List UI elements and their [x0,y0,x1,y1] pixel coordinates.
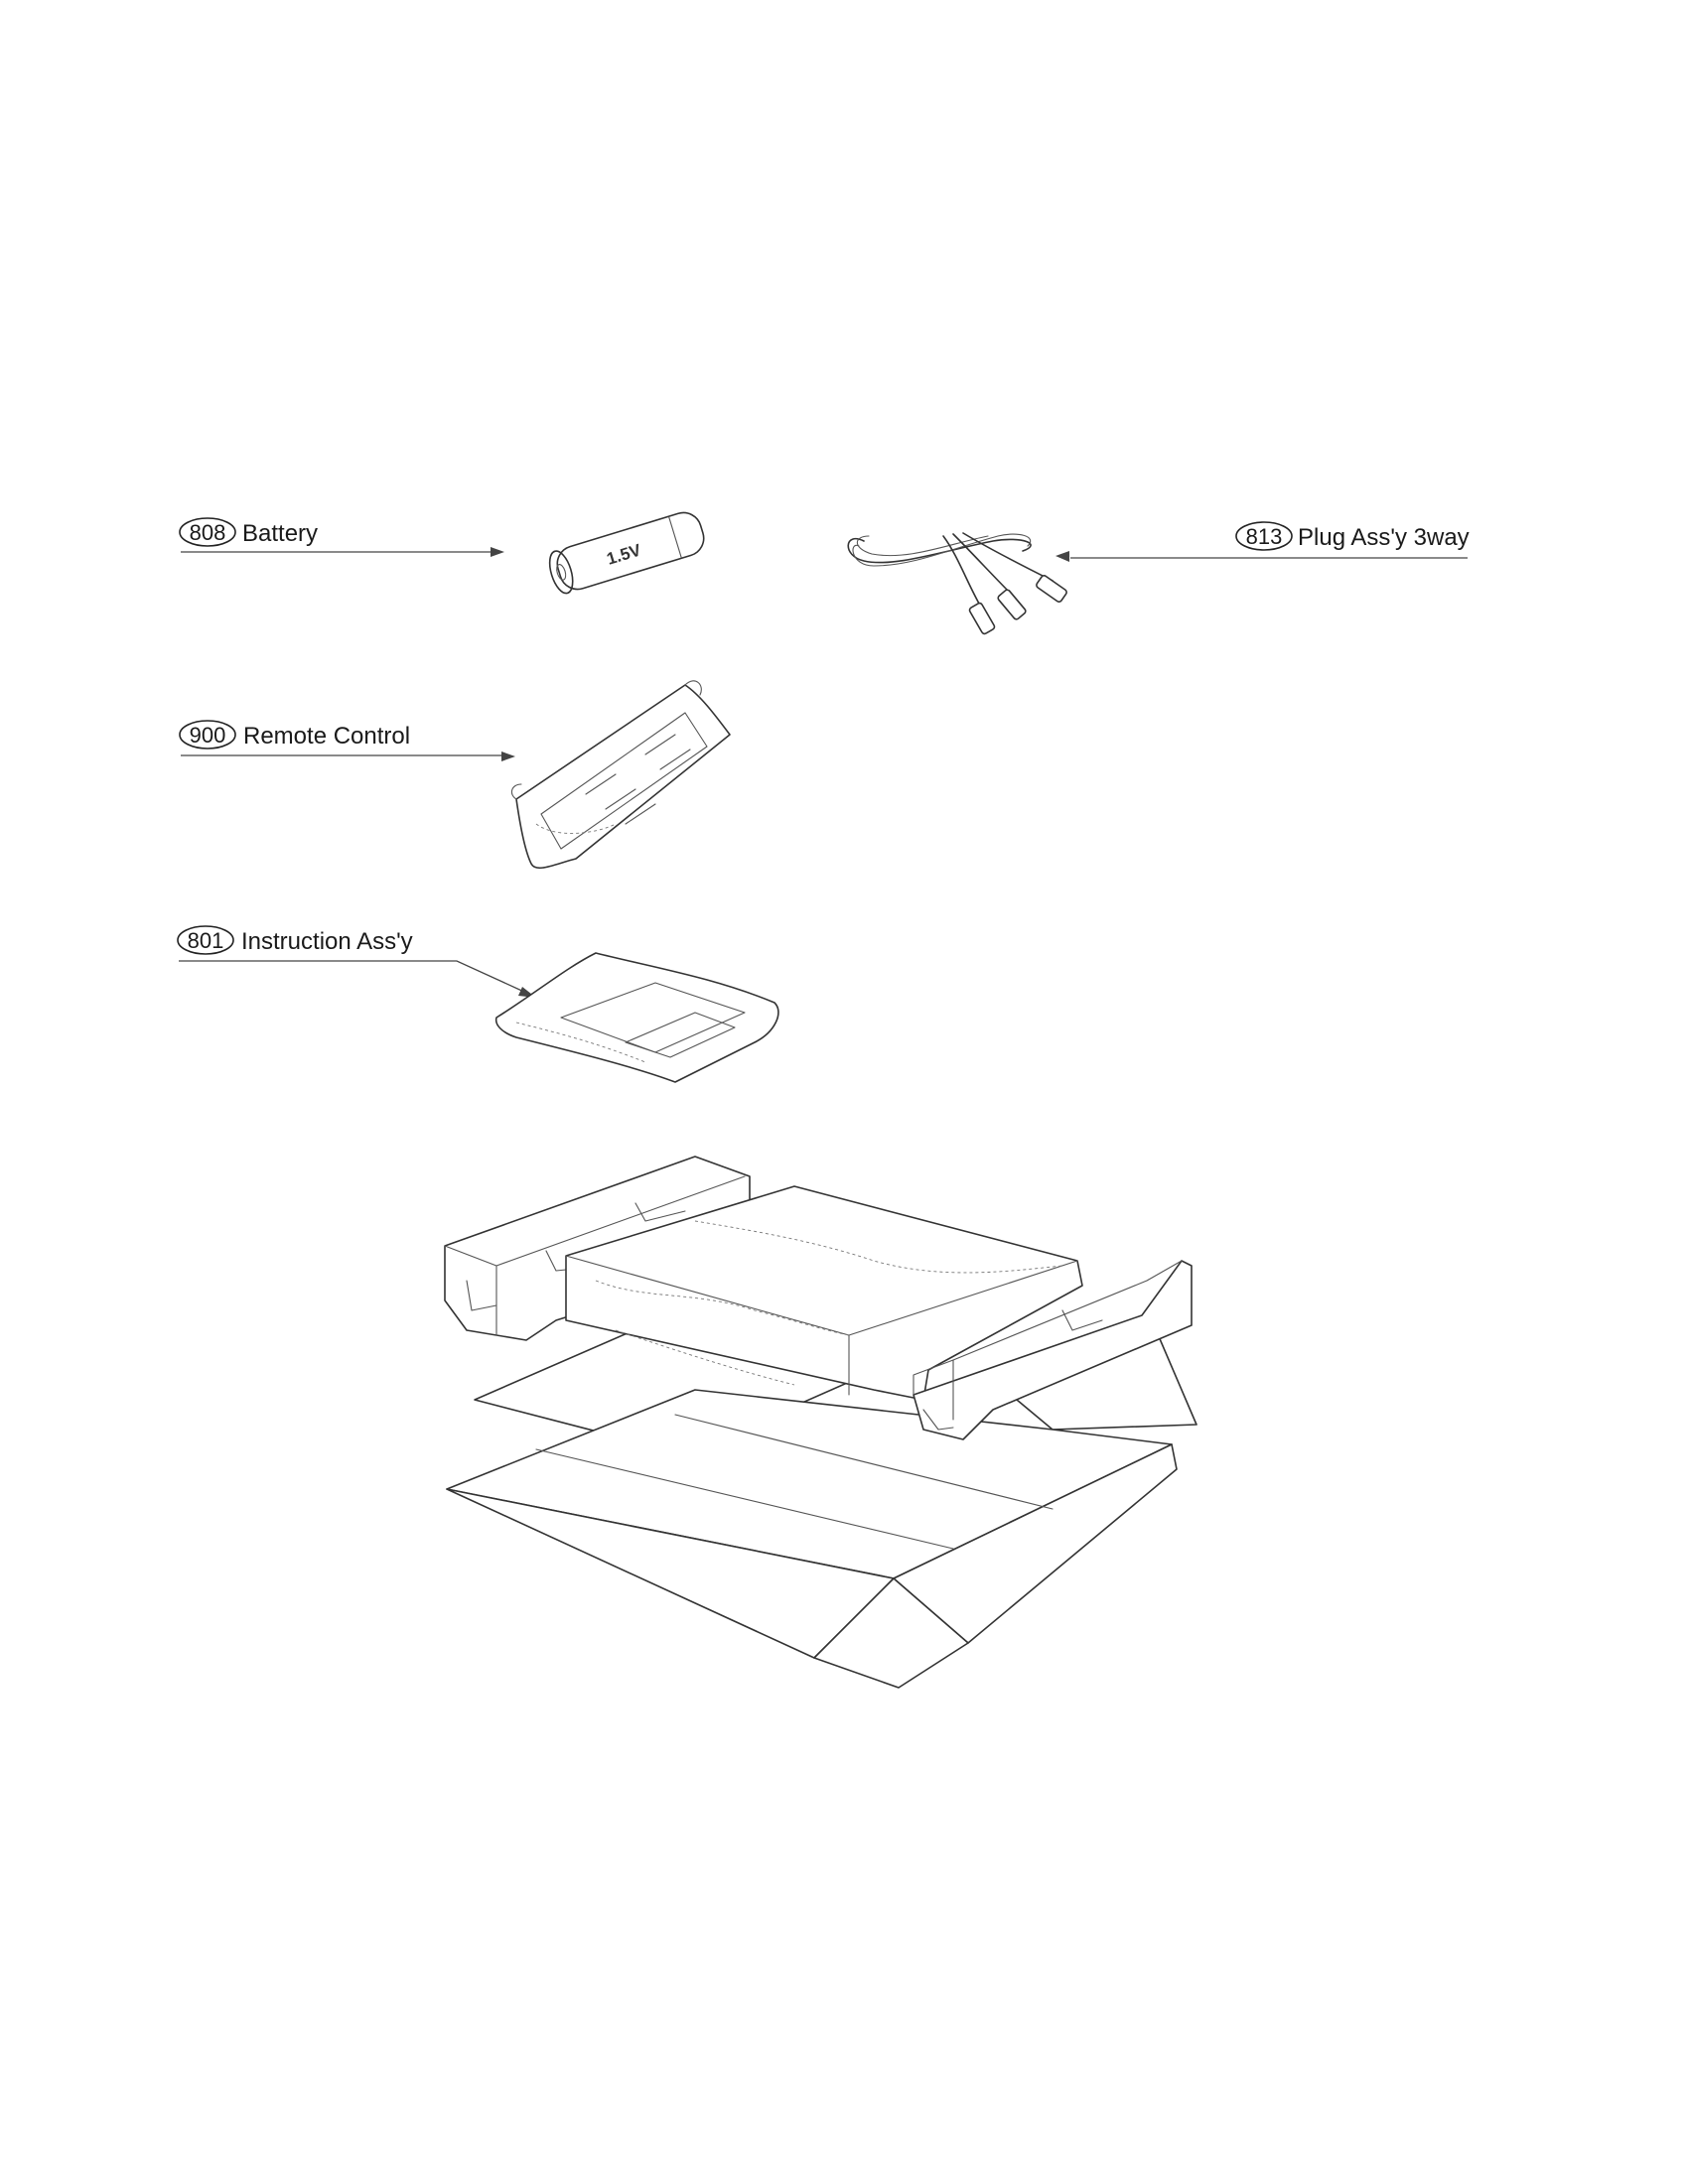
leader-line-instruction [179,960,527,994]
instruction-illustration [494,952,779,1083]
main-unit-wrapped [565,1185,1083,1401]
arrow-remote [501,751,515,761]
part-label-remote: Remote Control [243,723,410,750]
arrow-plug [1055,551,1069,562]
part-label-instruction: Instruction Ass'y [241,928,413,955]
box-front-corner [813,1577,969,1689]
callout-bubble-813 [1235,521,1293,551]
battery-illustration: 1.5V [548,511,705,595]
plug-cable-illustration [847,532,1067,635]
callout-instruction: 801 Instruction Ass'y [177,925,536,998]
foam-end-cap-right [913,1260,1193,1440]
callout-battery: 808 Battery [179,517,504,557]
part-label-battery: Battery [242,520,318,547]
callout-bubble-900 [179,720,236,750]
part-number-801: 801 [188,928,224,953]
part-number-808: 808 [190,520,226,545]
remote-illustration [510,680,731,869]
main-unit-packing-illustration [444,1156,1197,1689]
callout-plug: 813 Plug Ass'y 3way [1055,521,1470,562]
part-label-plug: Plug Ass'y 3way [1298,524,1470,551]
arrow-battery [491,547,504,557]
part-number-813: 813 [1246,524,1283,549]
callout-remote: 900 Remote Control [179,720,515,761]
part-number-900: 900 [190,723,226,748]
callout-bubble-808 [179,517,236,547]
callout-bubble-801 [177,925,234,955]
